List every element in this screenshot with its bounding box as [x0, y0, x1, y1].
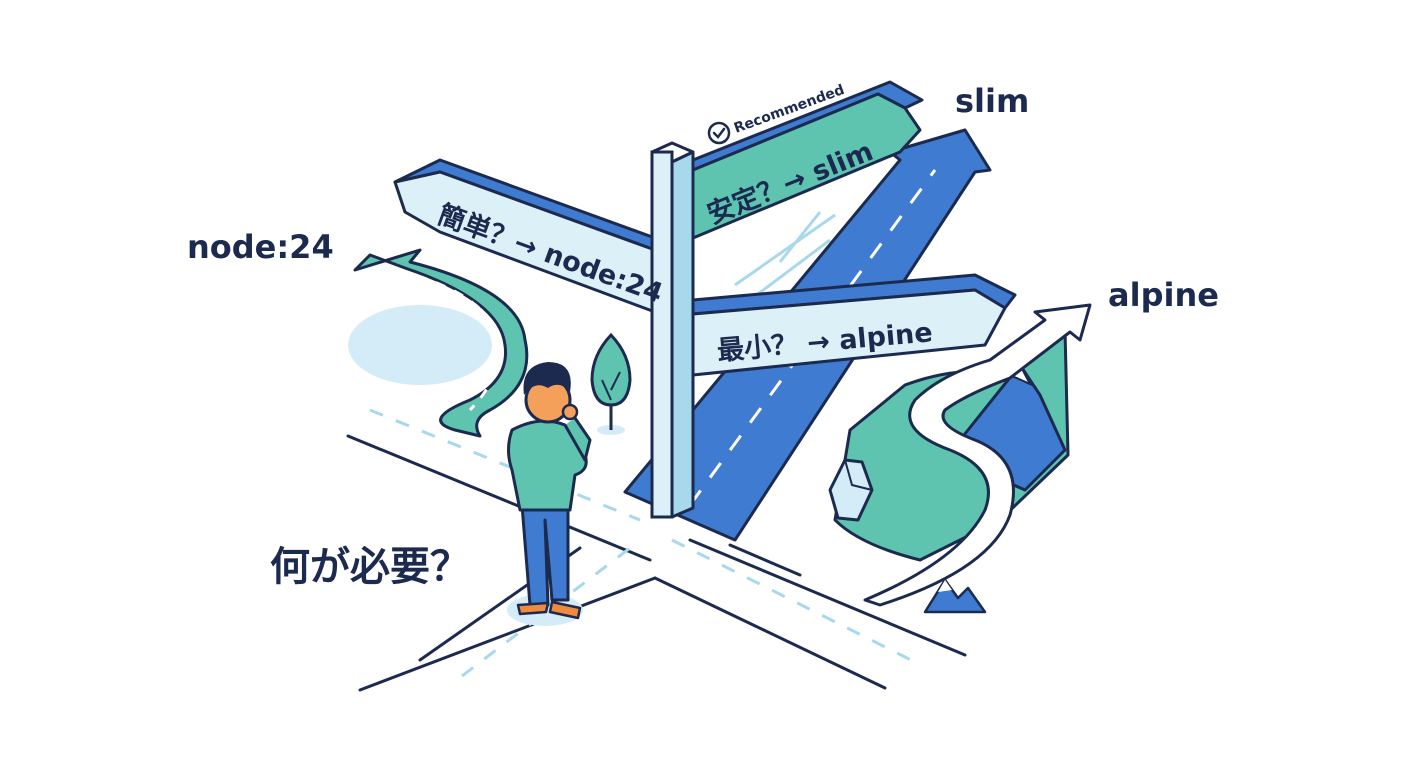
crossroad-lines — [346, 434, 967, 692]
signpost — [393, 80, 1017, 519]
rock-icon — [828, 458, 874, 522]
tree-icon — [590, 332, 632, 435]
speed-lines — [734, 213, 836, 302]
label-alpine: alpine — [1108, 276, 1219, 314]
road-dashes — [369, 408, 916, 678]
person-icon — [507, 362, 592, 626]
sign-top — [691, 92, 922, 240]
alpine-road — [863, 303, 1092, 607]
left-road-dash — [397, 268, 500, 412]
post — [650, 150, 674, 519]
pond — [348, 305, 492, 385]
question-text: 何が必要？ — [270, 544, 470, 590]
check-badge-icon — [707, 121, 731, 145]
mountain-icon — [923, 578, 987, 614]
label-node: node:24 — [187, 228, 334, 266]
label-slim: slim — [955, 82, 1029, 120]
left-road — [353, 248, 529, 438]
sign-right — [691, 288, 1007, 377]
slim-road-edge — [778, 211, 822, 263]
